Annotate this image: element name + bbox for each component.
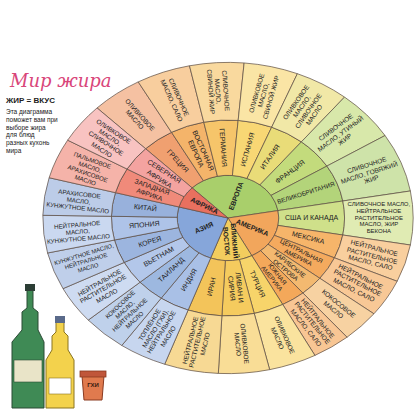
- continent-sector: БЛИЖНИЙ ВОСТОК: [219, 223, 241, 259]
- country-cell: ЛИВАН И СИРИЯ: [223, 262, 248, 314]
- title: Мир жира: [10, 70, 112, 91]
- fat-wedge: [189, 62, 244, 122]
- cell-text: ИНДИЯ: [179, 268, 199, 293]
- country-cell: ИРАН: [195, 260, 228, 314]
- continent-sector: АФРИКА: [184, 193, 225, 220]
- country-cell: США И КАНАДА: [281, 207, 342, 228]
- fat-cell: АРАХИСОВОЕ МАСЛО, КУНЖУТНОЕ МАСЛО: [46, 183, 112, 217]
- cell-text: ВЕЛИКОБРИТАНИЯ: [277, 180, 336, 205]
- fat-cell: ОЛИВКОВОЕ МАСЛО: [220, 316, 261, 372]
- fat-cell: СЛИВОЧНОЕ МАСЛО, ГОВЯЖИЙ ЖИР: [333, 143, 405, 203]
- note-heading: ЖИР = ВКУС: [6, 96, 86, 106]
- country-wedge: [222, 260, 254, 316]
- cell-text: НЕЙТРАЛЬНОЕ РАСТИТЕЛЬНОЕ МАСЛО: [181, 314, 215, 371]
- cell-text: АРАХИСОВОЕ МАСЛО, КУНЖУТНОЕ МАСЛО: [46, 186, 111, 215]
- cell-text: СЛИВОЧНОЕ МАСЛО, ГОВЯЖИЙ ЖИР: [336, 152, 402, 192]
- oil-bottle: [46, 322, 74, 408]
- cell-text: ОЛИВКОВОЕ МАСЛО: [231, 317, 251, 371]
- fat-cell: СЛИВОЧНОЕ МАСЛО, САЛО: [147, 67, 204, 132]
- cell-text: АФРИКА: [189, 196, 219, 216]
- cell-text: СЛИВОЧНОЕ МАСЛО, СВИНОЙ ЖИР: [206, 64, 232, 118]
- cell-text: ИСПАНИЯ: [239, 132, 256, 168]
- bottle-label: [14, 360, 42, 382]
- cell-text: ИТАЛИЯ: [259, 143, 282, 171]
- fat-wedge: [218, 313, 269, 373]
- fat-cell: НЕЙТРАЛЬНОЕ МАСЛО, КУНЖУТНОЕ МАСЛО: [45, 215, 111, 247]
- fat-cell: НЕЙТРАЛЬНОЕ РАСТИТЕЛЬНОЕ МАСЛО: [173, 312, 223, 373]
- cell-text: ОЛИВКОВОЕ МАСЛО, СВИНОЙ ЖИР: [245, 66, 281, 123]
- cell-text: НЕЙТРАЛЬНОЕ МАСЛО, КУНЖУТНОЕ МАСЛО: [45, 218, 110, 245]
- fat-cell: СЛИВОЧНОЕ МАСЛО, СВИНОЙ ЖИР: [198, 64, 240, 119]
- cell-text: ЛИВАН И СИРИЯ: [225, 262, 246, 314]
- cell-text: ФРАНЦИЯ: [274, 158, 306, 185]
- fat-wheel: [43, 62, 413, 373]
- bottle-label: [49, 378, 71, 394]
- bottle-cap: [25, 284, 35, 291]
- cell-text: ГЕРМАНИЯ: [217, 128, 228, 167]
- green-bottle: [12, 290, 44, 408]
- cell-text: АЗИЯ: [193, 221, 214, 236]
- cell-text: АМЕРИКА: [235, 218, 270, 239]
- cell-text: СЛИВОЧНОЕ МАСЛО, САЛО: [157, 71, 193, 127]
- continent-sector: АЗИЯ: [179, 206, 228, 250]
- cell-text: ЯПОНИЯ: [129, 220, 160, 231]
- cell-text: СЛИВОЧНОЕ МАСЛО, НЕЙТРАЛЬНОЕ РАСТИТЕЛЬНО…: [347, 201, 411, 235]
- country-cell: ЯПОНИЯ: [114, 215, 176, 235]
- cell-text: БЛИЖНИЙ ВОСТОК: [221, 223, 239, 259]
- jar-lid: [80, 371, 106, 377]
- country-cell: ИСПАНИЯ: [230, 122, 264, 177]
- cell-text: СЛИВОЧНОЕ МАСЛО, УТИНЫЙ ЖИР: [311, 107, 372, 160]
- fat-cell: СЛИВОЧНОЕ МАСЛО, НЕЙТРАЛЬНОЕ РАСТИТЕЛЬНО…: [347, 199, 411, 237]
- cell-text: ЕВРОПА: [227, 181, 245, 212]
- jar-label: ГХИ: [80, 382, 106, 389]
- cell-text: ИРАН: [205, 277, 217, 297]
- note-text: Эта диаграмма поможет вам при выборе жир…: [6, 108, 58, 155]
- country-wedge: [111, 216, 178, 240]
- country-cell: КИТАЙ: [114, 197, 176, 219]
- country-cell: ГЕРМАНИЯ: [210, 122, 235, 174]
- bottle-cap: [55, 316, 65, 323]
- cell-text: ТАИЛАНД: [157, 256, 186, 284]
- cell-text: США И КАНАДА: [285, 214, 338, 222]
- cell-text: КИТАЙ: [133, 203, 157, 214]
- cell-text: КОРЕЯ: [137, 235, 162, 250]
